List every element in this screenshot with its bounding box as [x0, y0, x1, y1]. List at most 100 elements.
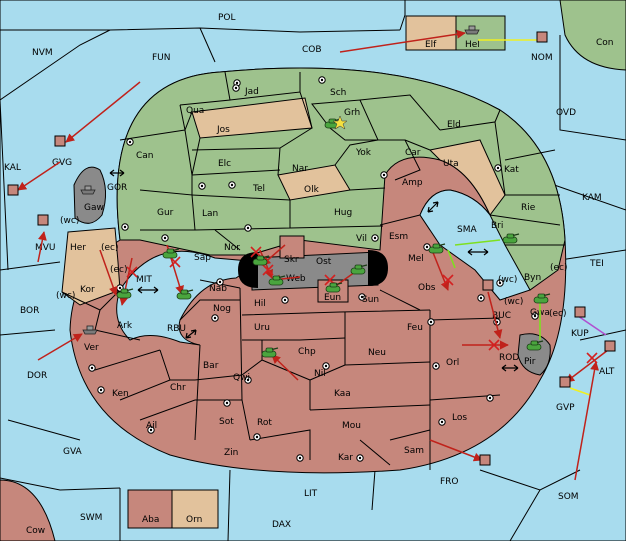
region-Orn[interactable] [171, 489, 219, 529]
label-MVU: MVU [35, 243, 56, 253]
region-Skr[interactable] [279, 235, 305, 259]
label-Lan: Lan [202, 209, 218, 219]
label-Los: Los [452, 413, 467, 423]
label-Ail: Ail [146, 421, 157, 431]
region-Elf[interactable] [405, 15, 457, 51]
label-FUN: FUN [152, 53, 171, 63]
coast-label-wc-2: (wc) [56, 291, 75, 301]
label-Sun: Sun [362, 295, 379, 305]
label-RBU: RBU [167, 324, 186, 334]
coast-label-ec-4: (ec) [549, 309, 567, 319]
label-Qwi: Qwi [233, 373, 250, 383]
label-Vil: Vil [356, 234, 367, 244]
gate-right [368, 250, 388, 286]
label-LIT: LIT [304, 489, 318, 499]
label-Nor: Nor [224, 243, 240, 253]
label-Chr: Chr [170, 383, 186, 393]
label-ROD: ROD [499, 353, 519, 363]
label-Nil: Nil [314, 369, 326, 379]
label-Eld: Eld [447, 120, 461, 130]
label-Eun: Eun [324, 293, 341, 303]
label-Nar: Nar [292, 164, 308, 174]
label-Elf: Elf [425, 40, 437, 50]
label-GVG: GVG [52, 158, 72, 168]
region-Uta[interactable] [428, 139, 506, 216]
label-Gaw: Gaw [84, 203, 104, 213]
label-Hug: Hug [334, 208, 352, 218]
label-Jos: Jos [216, 125, 230, 135]
label-Pir: Pir [524, 357, 536, 367]
label-Neu: Neu [368, 348, 386, 358]
label-NVM: NVM [32, 48, 53, 58]
coast-label-wc-1: (wc) [60, 216, 79, 226]
label-Can: Can [136, 151, 154, 161]
label-Aba: Aba [142, 515, 159, 525]
coast-label-ec-2: (ec) [110, 265, 128, 275]
label-Chp: Chp [298, 347, 316, 357]
label-BUC: BUC [492, 311, 511, 321]
label-OVD: OVD [556, 108, 576, 118]
region-Gaw[interactable] [73, 166, 106, 224]
label-SOM: SOM [558, 492, 579, 502]
label-Con: Con [596, 38, 614, 48]
star-icon [332, 115, 348, 130]
label-Ost: Ost [316, 257, 332, 267]
label-Nog: Nog [213, 304, 231, 314]
label-Cow: Cow [26, 526, 45, 536]
label-Obs: Obs [418, 283, 436, 293]
label-Nab: Nab [209, 284, 227, 294]
coast-label-wc-4: (wc) [504, 297, 523, 307]
support-lines [447, 39, 607, 396]
label-GVA: GVA [63, 447, 83, 457]
label-GOR: GOR [107, 183, 127, 193]
label-SMA: SMA [457, 225, 477, 235]
label-Yok: Yok [355, 148, 372, 158]
label-Ken: Ken [112, 389, 129, 399]
label-Sam: Sam [404, 446, 424, 456]
label-Skr: Skr [284, 255, 299, 265]
label-MIT: MIT [136, 275, 152, 285]
label-FRO: FRO [440, 477, 459, 487]
label-Sap: Sap [194, 253, 211, 263]
label-Ver: Ver [84, 343, 99, 353]
label-Olk: Olk [304, 185, 320, 195]
label-Mel: Mel [408, 254, 424, 264]
label-Kat: Kat [504, 165, 519, 175]
borders-south [61, 279, 501, 470]
label-Qua: Qua [186, 106, 204, 116]
label-Gur: Gur [157, 208, 174, 218]
region-Pir[interactable] [517, 333, 551, 376]
label-KAL: KAL [4, 163, 21, 173]
label-Orn: Orn [186, 515, 202, 525]
label-Sot: Sot [219, 417, 234, 427]
region-labels: POL NVM FUN COB Elf Hel NOM Con OVD KAL … [4, 13, 615, 536]
label-NOM: NOM [531, 53, 553, 63]
label-Her: Her [70, 243, 86, 253]
label-SWM: SWM [80, 513, 102, 523]
label-Uta: Uta [443, 159, 459, 169]
label-Esm: Esm [389, 232, 408, 242]
label-COB: COB [302, 45, 322, 55]
label-Uru: Uru [254, 323, 270, 333]
label-Bri: Bri [491, 221, 503, 231]
label-Jad: Jad [244, 87, 259, 97]
label-Mou: Mou [342, 421, 361, 431]
borders-north [119, 71, 565, 251]
label-KAM: KAM [582, 193, 602, 203]
label-Grh: Grh [344, 108, 360, 118]
label-Rie: Rie [521, 203, 536, 213]
coast-label-ec-1: (ec) [101, 243, 119, 253]
label-Kor: Kor [80, 285, 95, 295]
label-Elc: Elc [218, 159, 231, 169]
label-Hel: Hel [465, 40, 480, 50]
coast-label-wc-3: (wc) [498, 275, 517, 285]
crossings [109, 169, 519, 372]
label-DOR: DOR [27, 371, 47, 381]
label-Rot: Rot [257, 418, 272, 428]
label-Zin: Zin [224, 448, 238, 458]
label-Web: Web [286, 274, 306, 284]
label-Hil: Hil [254, 299, 266, 309]
label-Byn: Byn [524, 273, 541, 283]
